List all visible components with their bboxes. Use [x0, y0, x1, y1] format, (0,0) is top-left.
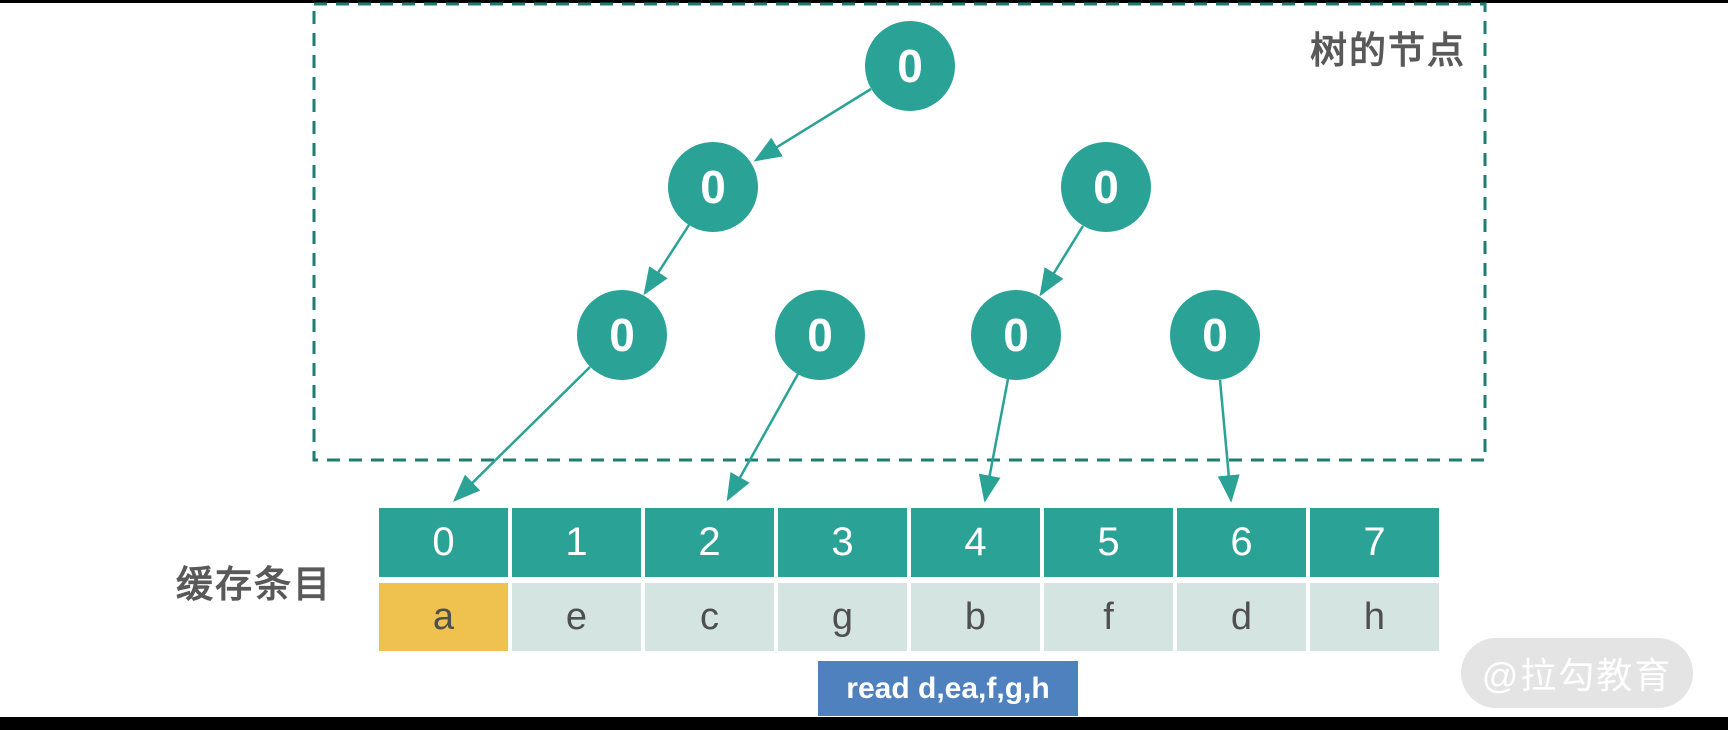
tree-node-label: 0	[1202, 309, 1228, 361]
cache-value-cell-highlighted: a	[379, 583, 508, 651]
cache-index-cell: 7	[1310, 508, 1439, 577]
cache-value-cell: f	[1044, 583, 1173, 651]
watermark-badge: @拉勾教育	[1461, 638, 1693, 708]
cache-index-cell: 4	[911, 508, 1040, 577]
tree-node-label: 0	[1003, 309, 1029, 361]
edge-l1-left-to-leaf-0	[643, 224, 691, 296]
cache-index-cell: 3	[778, 508, 907, 577]
edge-leaf-2-to-cell-4	[978, 378, 1010, 503]
cache-value-cell: b	[911, 583, 1040, 651]
top-border-bar	[0, 0, 1728, 3]
edge-l1-right-to-leaf-2	[1039, 225, 1085, 297]
edge-leaf-1-to-cell-2	[726, 373, 800, 502]
edge-leaf-3-to-cell-6	[1217, 379, 1240, 503]
tree-node-root	[865, 21, 955, 111]
tree-boundary-box	[312, 2, 1487, 462]
cache-value-cell: c	[645, 583, 774, 651]
edge-root-to-l1-left	[753, 87, 872, 162]
cache-index-cell: 0	[379, 508, 508, 577]
tree-node-leaf-2	[971, 290, 1061, 380]
bottom-border-bar	[0, 717, 1728, 730]
cache-table: 0 1 2 3 4 5 6 7 a e c g b f d h	[379, 508, 1439, 651]
tree-node-label: 0	[897, 40, 923, 92]
tree-box-title: 树的节点	[1310, 30, 1466, 71]
cache-index-cell: 1	[512, 508, 641, 577]
tree-node-leaf-1	[775, 290, 865, 380]
tree-nodes	[577, 21, 1260, 380]
tree-node-label: 0	[700, 161, 726, 213]
cache-entries-label: 缓存条目	[176, 564, 332, 605]
tree-node-leaf-0	[577, 290, 667, 380]
cache-index-cell: 2	[645, 508, 774, 577]
tree-edges	[453, 87, 1240, 503]
tree-node-label: 0	[609, 309, 635, 361]
read-sequence-badge: read d,ea,f,g,h	[818, 661, 1078, 716]
tree-node-label: 0	[807, 309, 833, 361]
tree-node-l1-right	[1061, 142, 1151, 232]
cache-index-cell: 5	[1044, 508, 1173, 577]
tree-node-label: 0	[1093, 161, 1119, 213]
cache-value-cell: h	[1310, 583, 1439, 651]
cache-index-cell: 6	[1177, 508, 1306, 577]
tree-node-labels: 0 0 0 0 0 0 0	[609, 40, 1228, 361]
cache-value-cell: e	[512, 583, 641, 651]
cache-value-cell: d	[1177, 583, 1306, 651]
edge-leaf-0-to-cell-0	[453, 366, 591, 502]
tree-node-l1-left	[668, 142, 758, 232]
cache-value-cell: g	[778, 583, 907, 651]
tree-node-leaf-3	[1170, 290, 1260, 380]
